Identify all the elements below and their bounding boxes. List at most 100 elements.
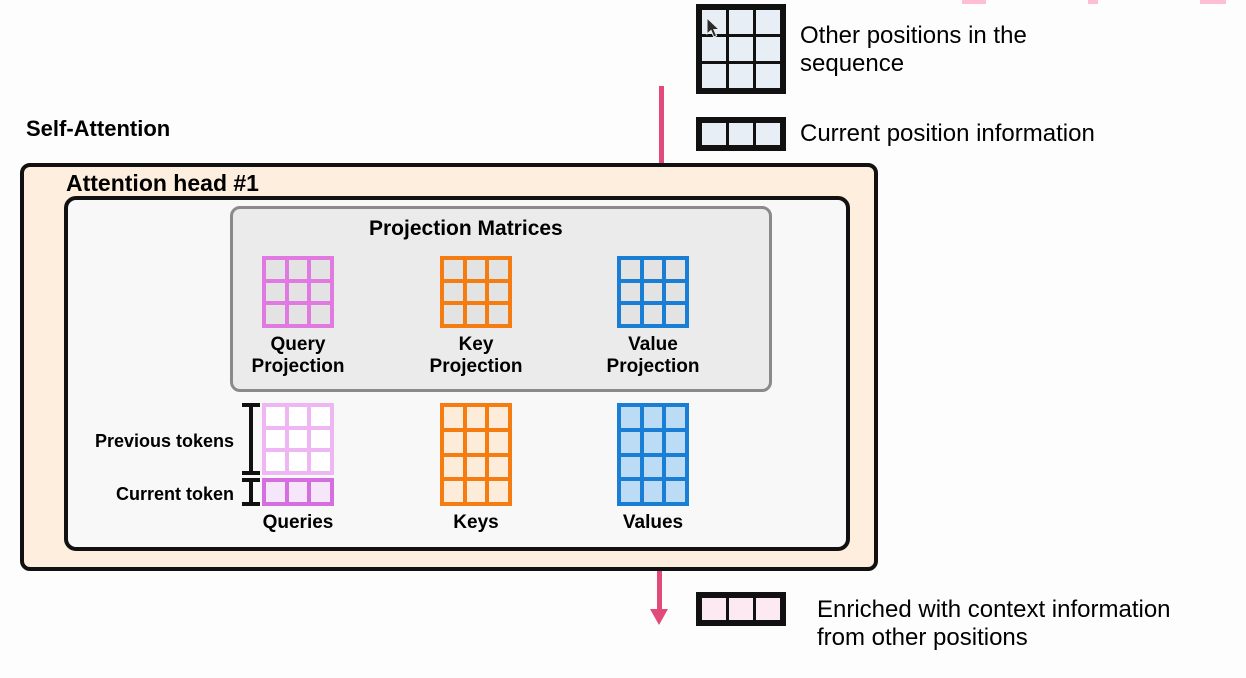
legend-cell [702,64,726,88]
matrix-cell [489,260,508,279]
input-connector-line [659,86,664,164]
matrix-cell [643,431,663,453]
matrix-cell [288,429,308,449]
matrix-cell [621,282,640,302]
matrix-cell [643,407,663,428]
matrix-cell [466,456,486,478]
queries-label: Queries [262,512,334,533]
matrix-cell [666,456,685,478]
clipped-mark-2 [1088,0,1098,4]
matrix-cell [288,482,308,502]
matrix-cell [466,407,486,428]
values-matrix [617,403,689,506]
page-title: Self-Attention [26,116,171,141]
legend-cell [756,10,780,34]
matrix-cell [666,282,685,302]
matrix-cell [621,305,640,324]
matrix-cell [311,429,330,449]
matrix-cell [666,431,685,453]
matrix-cell [643,260,663,279]
matrix-cell [288,282,308,302]
matrix-cell [266,407,285,426]
key-projection-label: Key Projection [429,334,523,378]
legend-cell [729,64,753,88]
clipped-mark-1 [962,0,986,4]
matrix-cell [266,429,285,449]
legend-cell [702,123,726,145]
output-cell [756,598,780,620]
matrix-cell [643,456,663,478]
matrix-cell [444,481,463,502]
legend-cell [756,123,780,145]
legend-cell [756,64,780,88]
query-projection-matrix [262,256,334,328]
matrix-cell [489,305,508,324]
output-cell [729,598,753,620]
matrix-cell [489,407,508,428]
query-projection-label: Query Projection [251,334,345,378]
matrix-cell [444,305,463,324]
matrix-cell [466,282,486,302]
current-token-bracket [242,478,260,506]
current-token-label: Current token [115,484,234,504]
matrix-cell [311,305,330,324]
mouse-cursor-icon [706,17,721,38]
legend-cell [702,37,726,61]
matrix-cell [621,260,640,279]
matrix-cell [466,260,486,279]
legend-other-positions-grid [696,4,786,94]
matrix-cell [621,407,640,428]
matrix-cell [266,305,285,324]
matrix-cell [266,282,285,302]
matrix-cell [288,305,308,324]
matrix-cell [288,260,308,279]
matrix-cell [444,456,463,478]
output-connector-line [657,571,662,612]
matrix-cell [643,305,663,324]
matrix-cell [311,282,330,302]
matrix-cell [311,482,330,502]
value-projection-matrix [617,256,689,328]
matrix-cell [444,407,463,428]
queries-matrix-current-row [262,478,334,506]
matrix-cell [489,282,508,302]
values-label: Values [622,512,684,533]
projection-panel-title: Projection Matrices [369,217,563,240]
previous-tokens-bracket [242,403,260,475]
output-label: Enriched with context information from o… [817,596,1171,652]
matrix-cell [266,482,285,502]
output-cell [702,598,726,620]
keys-matrix [440,403,512,506]
matrix-cell [466,305,486,324]
matrix-cell [489,481,508,502]
legend-cell [729,123,753,145]
matrix-cell [621,481,640,502]
matrix-cell [266,452,285,471]
matrix-cell [666,481,685,502]
legend-cell [756,37,780,61]
attention-head-title: Attention head #1 [66,170,259,196]
matrix-cell [466,481,486,502]
matrix-cell [466,431,486,453]
matrix-cell [643,481,663,502]
value-projection-label: Value Projection [606,334,700,378]
matrix-cell [666,407,685,428]
legend-cell [729,37,753,61]
matrix-cell [621,456,640,478]
legend-current-position-grid [696,117,786,151]
matrix-cell [444,282,463,302]
queries-matrix-previous-rows [262,403,334,475]
output-arrow-head [650,609,668,625]
matrix-cell [489,456,508,478]
matrix-cell [621,431,640,453]
clipped-mark-3 [1200,0,1226,4]
matrix-cell [444,431,463,453]
legend-cell [729,10,753,34]
matrix-cell [489,431,508,453]
matrix-cell [266,260,285,279]
previous-tokens-label: Previous tokens [94,431,234,451]
matrix-cell [311,407,330,426]
matrix-cell [643,282,663,302]
legend-current-position-label: Current position information [800,120,1095,147]
